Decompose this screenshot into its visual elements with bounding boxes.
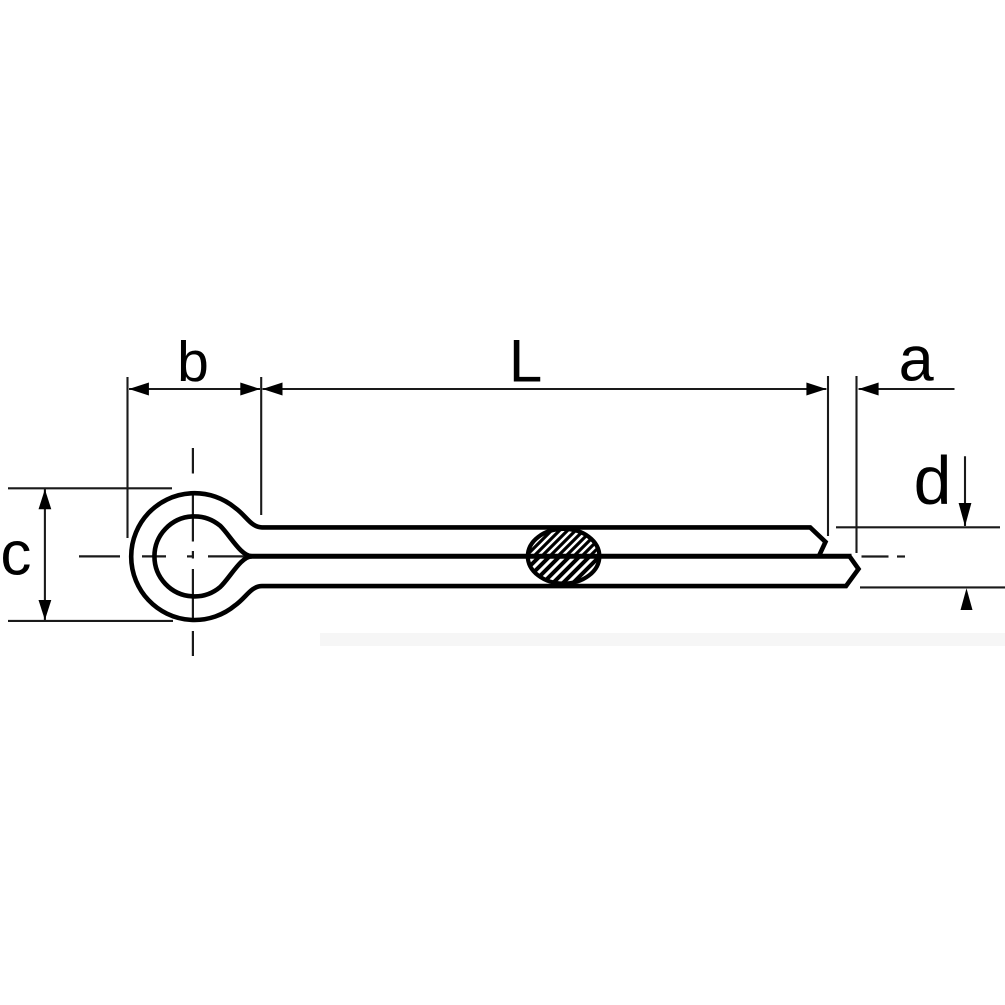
svg-text:L: L (509, 327, 542, 394)
svg-text:c: c (0, 520, 31, 589)
svg-text:d: d (914, 443, 952, 519)
svg-text:a: a (899, 325, 935, 395)
svg-text:b: b (177, 330, 209, 394)
